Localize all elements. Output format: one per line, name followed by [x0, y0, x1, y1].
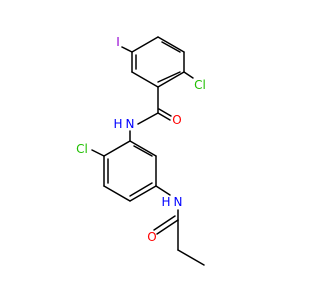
- bond: [133, 145, 153, 157]
- bonds: [91, 36, 205, 266]
- bond: [131, 36, 159, 53]
- bond: [137, 112, 159, 125]
- bond: [157, 71, 181, 83]
- bond: [121, 46, 133, 53]
- molecule-structure: I Cl O N H Cl N H O: [76, 35, 206, 266]
- atom-label-nitrogen-amide: N: [126, 117, 135, 131]
- atom-label-hydrogen-amide: H: [113, 117, 122, 131]
- atom-label-chlorine-top: Cl: [194, 78, 206, 92]
- bond: [155, 185, 171, 196]
- atom-label-nitrogen-bottom: N: [174, 195, 183, 209]
- bond: [129, 182, 153, 197]
- atom-label-iodine: I: [116, 35, 120, 49]
- bond: [129, 185, 157, 202]
- bond: [153, 215, 176, 231]
- bond: [177, 249, 205, 266]
- bond: [157, 112, 171, 121]
- bond: [158, 108, 172, 117]
- bond: [156, 219, 179, 235]
- bond: [91, 149, 105, 157]
- atom-label-hydrogen-bottom: H: [161, 195, 170, 209]
- atom-labels: I Cl O N H Cl N H O: [76, 35, 206, 244]
- structure-canvas: I Cl O N H Cl N H O: [76, 35, 206, 266]
- bond: [161, 41, 181, 53]
- atom-label-oxygen-amide: O: [172, 113, 181, 127]
- bond: [103, 140, 131, 157]
- bond: [157, 36, 185, 53]
- bond: [129, 140, 157, 157]
- bond: [157, 71, 185, 88]
- bond: [103, 185, 131, 202]
- bond: [131, 71, 159, 88]
- bond: [183, 71, 194, 79]
- atom-label-oxygen-bottom: O: [147, 230, 156, 244]
- atom-label-chlorine-mid: Cl: [76, 142, 88, 156]
